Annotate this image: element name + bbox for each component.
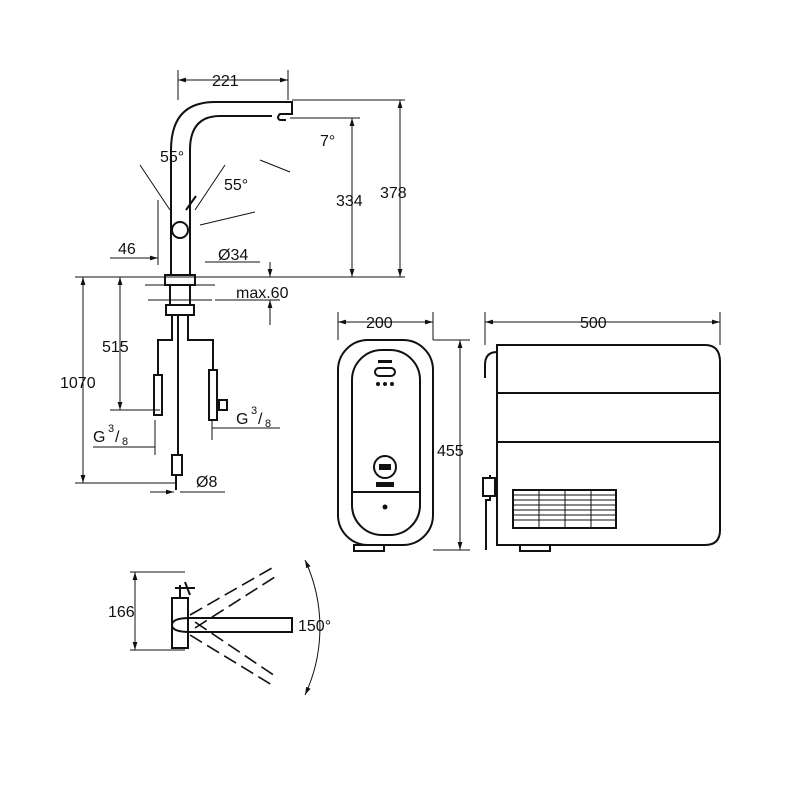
dim-tube-diameter: Ø8 [196,474,217,491]
dim-cooler-depth: 500 [580,315,607,332]
faucet-front-view [139,101,293,490]
cooler-body [337,339,434,546]
svg-text:/: / [115,429,120,446]
tube-fitting [171,454,183,476]
svg-text:8: 8 [265,418,271,430]
svg-text:G: G [236,411,248,428]
counter-lines [145,284,215,301]
dimension-lines [75,70,405,495]
dim-cooler-width: 200 [366,315,393,332]
hose-fitting-right [208,369,218,421]
svg-text:3: 3 [108,423,114,435]
cooler-side-body [496,344,721,546]
svg-text:3: 3 [251,405,257,417]
dim-height-outlet: 334 [336,193,363,210]
dim-base-diameter: Ø34 [218,247,248,264]
dim-connection-left: G 3 / 8 [93,423,128,448]
cooler-front-view: 200 455 [337,312,470,552]
faucet-dimensions: 221 378 334 7° 55° 55° 46 Ø34 max.60 515… [60,73,407,491]
hose-fitting-left [153,374,163,416]
dim-lever-angle-side: 55° [224,177,248,194]
angle-lines [139,159,291,226]
cooler-button-icon [373,455,397,479]
cooler-side-view: 500 [482,312,721,552]
svg-text:8: 8 [122,436,128,448]
svg-text:G: G [93,429,105,446]
dim-lever-angle-top: 55° [160,149,184,166]
hoses [157,315,214,490]
faucet-top-body [171,597,189,649]
faucet-top-view: 166 150° [108,559,331,696]
cooler-connectors [484,351,498,550]
faucet-mount [169,284,191,306]
faucet-spout-inner [189,115,272,275]
dim-connection-right: G 3 / 8 [236,405,271,430]
faucet-handle [171,221,189,239]
dim-height-total: 378 [380,185,407,202]
mount-nut [165,304,195,316]
dim-spout-tilt: 7° [320,133,335,150]
dim-max-counter: max.60 [236,285,289,302]
dim-hose-inner: 515 [102,339,129,356]
dim-cooler-height: 455 [437,443,464,460]
faucet-lever [185,195,197,211]
cooler-panel [351,349,421,536]
dim-hose-total: 1070 [60,375,96,392]
dim-spout-reach: 221 [212,73,239,90]
dim-swivel-angle: 150° [298,618,331,635]
dim-top-depth: 166 [108,604,135,621]
faucet-spout [170,101,293,275]
svg-text:/: / [258,411,263,428]
dim-offset: 46 [118,241,136,258]
valve [218,399,228,411]
faucet-top-spout [170,617,293,633]
